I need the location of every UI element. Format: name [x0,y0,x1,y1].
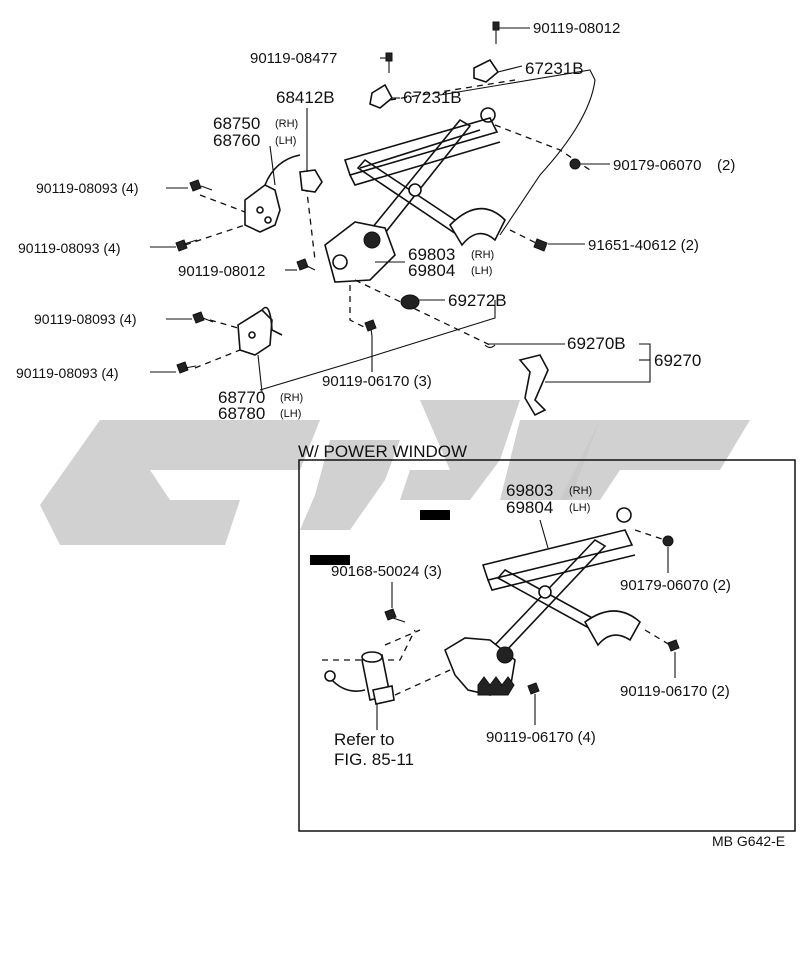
label-90119-06170-2: 90119-06170 (2) [620,683,730,700]
label-67231b-right: 67231B [525,59,584,78]
label-90119-08012-mid: 90119-08012 [178,263,265,280]
label-91651-40612: 91651-40612 (2) [588,237,699,254]
label-69804-top-lh: (LH) [471,265,492,277]
lift-arm-plate [448,207,506,247]
window-crank-handle [484,344,549,417]
label-69803-pw-rh: (RH) [569,485,592,497]
power-regulator-assembly [322,507,671,696]
power-window-title: W/ POWER WINDOW [298,442,467,461]
label-90119-08093-d: 90119-08093 (4) [16,365,118,381]
label-69804-top: 69804 [408,261,455,280]
grommet-69272b [400,294,420,310]
label-90119-08477: 90119-08477 [250,50,337,67]
watermark-logo [40,400,750,565]
label-69804-pw: 69804 [506,498,553,517]
label-90119-06170-4: 90119-06170 (4) [486,729,596,746]
label-90119-08093-a: 90119-08093 (4) [36,180,138,196]
label-68780-lh: (LH) [280,408,301,420]
refer-to-text: Refer to [334,730,394,749]
label-69803-top-rh: (RH) [471,249,494,261]
label-69270b: 69270B [567,334,626,353]
label-90179-06070-qty: (2) [717,157,735,174]
label-90119-08093-c: 90119-08093 (4) [34,311,136,327]
bolt-icon [384,535,680,695]
sector-gear-plate [324,221,396,283]
label-90179-06070: 90179-06070 [613,157,701,174]
label-90179-06070-pw: 90179-06070 (2) [620,577,731,594]
front-channel-bracket-upper [244,154,301,233]
clip-67231b-right [473,58,500,83]
clip-67231b-left [369,83,394,109]
label-68750-rh: (RH) [275,118,298,130]
power-window-motor [324,651,395,705]
bolt-icon [175,21,581,374]
power-window-frame [298,459,796,832]
label-68770-rh: (RH) [280,392,303,404]
leader-lines-power-window [376,519,676,730]
label-90119-06170-3: 90119-06170 (3) [322,373,432,390]
bracket-68412b [299,169,323,193]
label-90168-50024: 90168-50024 (3) [331,563,442,580]
label-90119-08012-top: 90119-08012 [533,20,620,37]
label-68760-lh: (LH) [275,135,296,147]
label-90119-08093-b: 90119-08093 (4) [18,240,120,256]
figure-reference: FIG. 85-11 [334,750,414,769]
label-68412b: 68412B [276,88,335,107]
label-69804-pw-lh: (LH) [569,502,590,514]
figure-code: MB G642-E [712,833,785,849]
label-69803-top: 69803 [408,245,455,264]
label-68780: 68780 [218,404,265,423]
leader-lines-top [150,27,651,393]
label-69803-pw: 69803 [506,481,553,500]
label-69272b: 69272B [448,291,507,310]
label-68750: 68750 [213,114,260,133]
front-channel-bracket-lower [237,306,283,356]
label-69270: 69270 [654,351,701,370]
label-67231b-left: 67231B [403,88,462,107]
regulator-rail-upper [343,117,499,176]
rail-mount-hole [480,107,496,123]
label-68770: 68770 [218,388,265,407]
label-68760: 68760 [213,131,260,150]
